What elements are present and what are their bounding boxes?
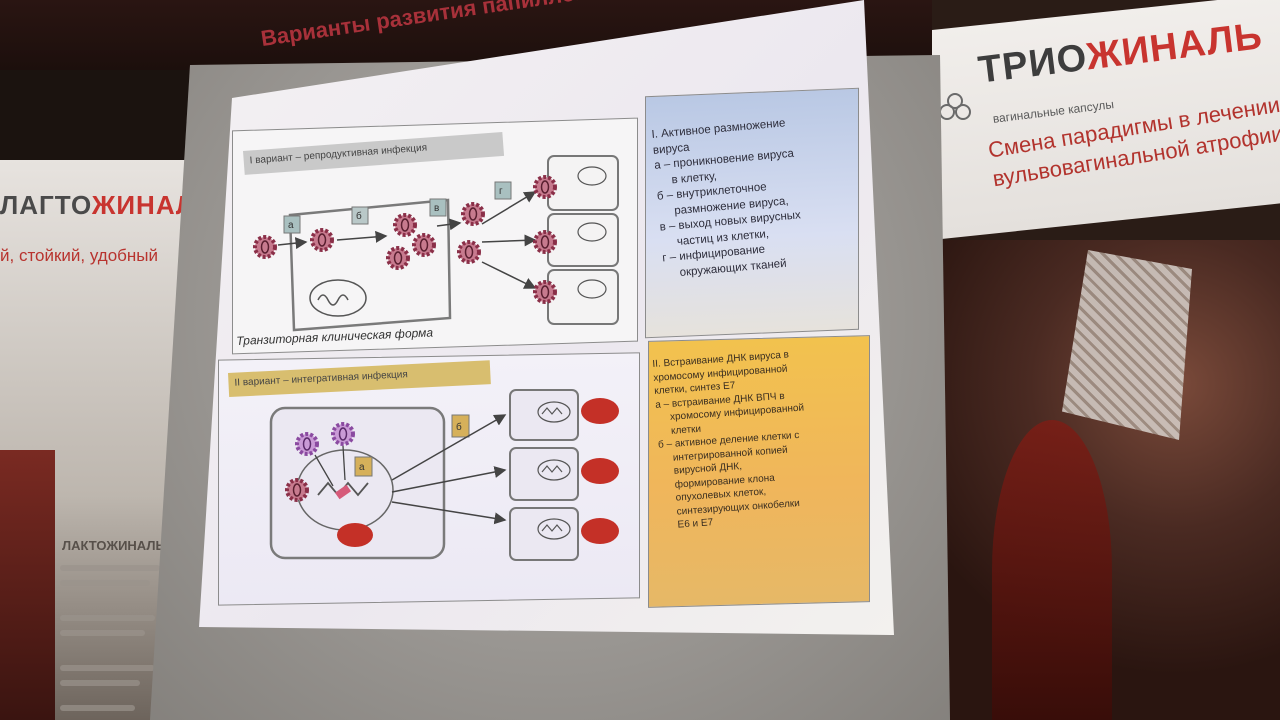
infected-cell [547, 213, 619, 267]
step-b-box [351, 206, 369, 225]
painting-figure [992, 420, 1112, 720]
step-g-box [494, 181, 512, 200]
step-b-label: б [456, 421, 462, 433]
tumor-cell [509, 507, 579, 561]
step-a-label: а [359, 462, 365, 473]
oncoprotein-icon [581, 458, 619, 484]
virus-icon [533, 230, 557, 254]
variant2-diagram: а б [269, 389, 619, 561]
blurred-text-line [60, 680, 140, 686]
blurred-text-line [60, 580, 150, 586]
painting-fan [1062, 250, 1192, 440]
left-banner-tagline: й, стойкий, удобный [0, 246, 159, 265]
step-v-label: в [434, 203, 439, 214]
step-a-label: а [288, 220, 294, 231]
left-banner-inner-title: ЛАКТОЖИНАЛЬ [62, 538, 165, 553]
blurred-text-line [60, 615, 155, 621]
virus-icon [331, 422, 355, 446]
virus-icon [386, 246, 410, 270]
blurred-text-line [60, 630, 145, 636]
step-a-box [354, 456, 373, 477]
step-b-label: б [356, 210, 362, 222]
left-banner-logo: ЛАГТОЖИНАЛЬ [0, 190, 185, 220]
host-cell [288, 198, 452, 332]
oncoprotein-e7-icon [337, 523, 373, 547]
tumor-cell [509, 389, 579, 441]
step-a-box [283, 215, 301, 234]
left-banner-image [0, 450, 55, 720]
blurred-text-line [60, 565, 160, 571]
virus-icon [310, 228, 334, 252]
virus-icon [461, 202, 485, 226]
virus-icon [253, 235, 277, 259]
step-b-box [451, 414, 470, 438]
right-banner: ТРИОЖИНАЛЬ вагинальные капсулы Смена пар… [932, 0, 1280, 720]
virus-icon [285, 478, 309, 502]
blurred-text-line [60, 705, 135, 711]
virus-icon [393, 213, 417, 237]
step-g-label: г [499, 186, 503, 197]
virus-icon [412, 233, 436, 257]
tumor-cell [509, 447, 579, 501]
variant1-diagram: а б в г [253, 155, 619, 332]
virus-icon [533, 175, 557, 199]
virus-icon [457, 240, 481, 264]
viral-dna-icon [317, 294, 349, 306]
oncoprotein-icon [581, 518, 619, 544]
blurred-text-line [60, 665, 155, 671]
virus-icon [533, 280, 557, 304]
oncoprotein-icon [581, 398, 619, 424]
integrated-dna-icon [334, 484, 352, 500]
left-banner: ЛАГТОЖИНАЛЬ й, стойкий, удобный ЛАКТОЖИН… [0, 160, 185, 720]
virus-icon [295, 432, 319, 456]
infected-cell [547, 269, 619, 325]
cell-nucleus [309, 279, 367, 317]
step-v-box [429, 198, 447, 217]
